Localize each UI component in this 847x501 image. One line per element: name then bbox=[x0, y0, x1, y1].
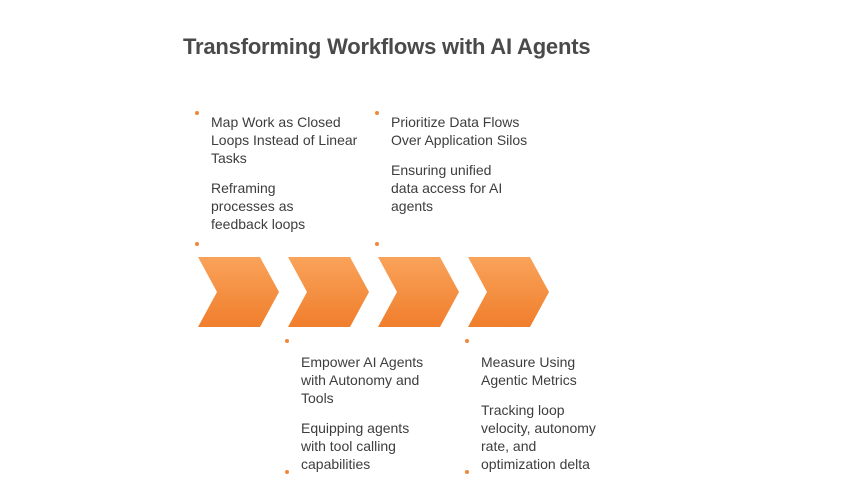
step-4-bottom-dot bbox=[465, 470, 469, 474]
step-1-bottom-dot bbox=[195, 242, 199, 246]
step-2-top-dot bbox=[285, 339, 289, 343]
step-2-title: Empower AI Agents with Autonomy and Tool… bbox=[301, 354, 424, 406]
chevron-step-1 bbox=[198, 257, 279, 327]
step-1-title: Map Work as Closed Loops Instead of Line… bbox=[211, 114, 358, 166]
diagram-title: Transforming Workflows with AI Agents bbox=[183, 34, 591, 59]
step-4-title: Measure Using Agentic Metrics bbox=[481, 354, 577, 388]
step-4-description: Tracking loop velocity, autonomy rate, a… bbox=[481, 402, 596, 472]
step-3-description: Ensuring unified data access for AI agen… bbox=[391, 162, 503, 214]
chevron-step-3 bbox=[378, 257, 459, 327]
step-4: Measure Using Agentic Metrics Tracking l… bbox=[481, 353, 611, 473]
chevron-step-2 bbox=[288, 257, 369, 327]
step-2: Empower AI Agents with Autonomy and Tool… bbox=[301, 353, 441, 473]
step-2-bottom-dot bbox=[285, 470, 289, 474]
step-2-description: Equipping agents with tool calling capab… bbox=[301, 420, 410, 472]
step-1-description: Reframing processes as feedback loops bbox=[211, 180, 306, 232]
step-1-top-dot bbox=[195, 111, 199, 115]
step-3-top-dot bbox=[375, 111, 379, 115]
chevron-step-4 bbox=[468, 257, 549, 327]
step-3-bottom-dot bbox=[375, 242, 379, 246]
step-4-top-dot bbox=[465, 339, 469, 343]
step-3: Prioritize Data Flows Over Application S… bbox=[391, 113, 536, 215]
step-3-title: Prioritize Data Flows Over Application S… bbox=[391, 114, 528, 148]
step-1: Map Work as Closed Loops Instead of Line… bbox=[211, 113, 361, 233]
